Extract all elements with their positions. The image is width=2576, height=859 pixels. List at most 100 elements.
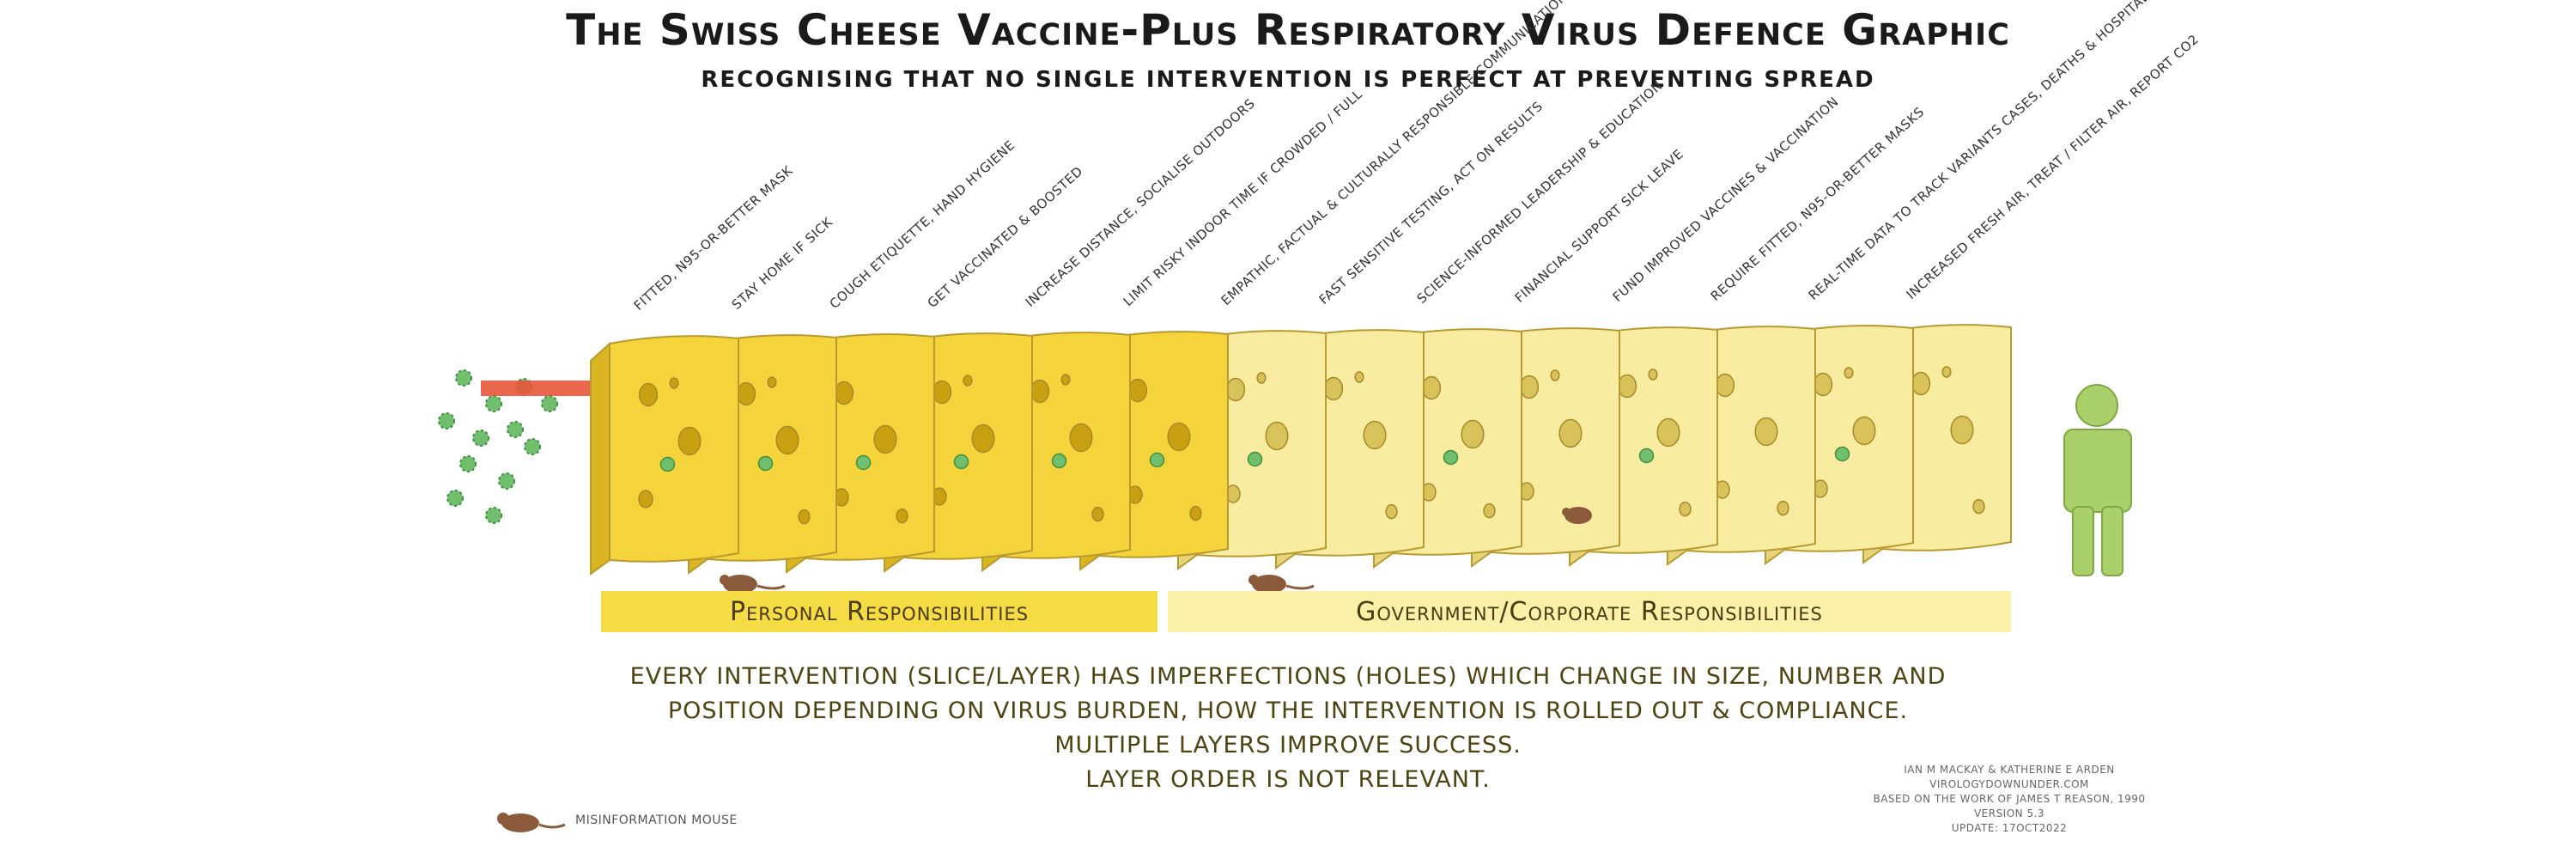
cheese-hole <box>1483 503 1496 519</box>
page-title: The Swiss Cheese Vaccine-Plus Respirator… <box>566 5 2010 55</box>
credit-line: virologydownunder.com <box>1929 778 2089 790</box>
cheese-hole <box>1167 422 1191 452</box>
cheese-hole <box>1127 378 1148 403</box>
cheese-hole <box>1069 423 1093 453</box>
cheese-hole <box>1225 377 1246 402</box>
cheese-hole <box>932 380 952 405</box>
cheese-hole <box>873 424 897 454</box>
cheese-hole <box>638 382 659 407</box>
virus-icon <box>438 412 455 430</box>
cheese-hole <box>1911 371 1931 396</box>
cheese-hole <box>1558 418 1583 448</box>
cheese-hole <box>1844 367 1854 379</box>
cheese-hole <box>1189 505 1202 521</box>
layer-label: FUND IMPROVED VACCINES & VACCINATION <box>1610 94 1842 305</box>
virus-icon <box>472 430 489 447</box>
layer-label: FITTED, N95-OR-BETTER MASK <box>631 162 797 314</box>
cheese-hole <box>1060 374 1071 386</box>
credit-line: update: 17Oct2022 <box>1951 822 2068 834</box>
cheese-slice <box>590 335 739 576</box>
virus-icon <box>659 456 676 472</box>
layer-label: INCREASE DISTANCE, SOCIALISE OUTDOORS <box>1023 95 1258 310</box>
mouse-icon <box>1249 575 1315 594</box>
cheese-hole <box>798 509 811 525</box>
credit-line: version 5.3 <box>1973 807 2045 819</box>
layer-label: GET VACCINATED & BOOSTED <box>925 163 1086 311</box>
cheese-hole <box>1941 366 1952 378</box>
credits: Ian M Mackay & Katherine E Arden virolog… <box>1803 763 2215 836</box>
cheese-hole <box>1323 376 1344 401</box>
cheese-hole <box>1813 372 1833 397</box>
cheese-hole <box>1265 421 1289 451</box>
cheese-hole <box>1656 417 1680 448</box>
virus-icon <box>524 438 541 455</box>
cheese-hole <box>1030 379 1050 404</box>
cheese-hole <box>1950 415 1974 445</box>
layer-label: REQUIRE FITTED, N95-OR-BETTER MASKS <box>1708 104 1928 304</box>
cheese-hole <box>1715 373 1735 398</box>
virus-icon <box>447 490 464 507</box>
virus-icon <box>1149 452 1165 468</box>
layer-label: COUGH ETIQUETTE, HAND HYGIENE <box>827 137 1018 312</box>
cheese-hole <box>1754 417 1778 447</box>
virus-icon <box>507 421 524 438</box>
cheese-hole <box>1256 372 1267 384</box>
cheese-hole <box>1354 371 1364 383</box>
virus-icon <box>1638 448 1655 464</box>
virus-icon <box>459 455 477 472</box>
virus-icon <box>485 395 502 412</box>
virus-icon <box>541 395 558 412</box>
virus-icon <box>1051 453 1067 469</box>
virus-icon <box>855 454 872 471</box>
cheese-hole <box>1363 420 1387 450</box>
mouse-icon <box>497 813 566 832</box>
cheese-hole <box>1679 501 1692 517</box>
cheese-hole <box>896 508 908 524</box>
virus-icon <box>1247 451 1263 467</box>
cheese-hole <box>1648 369 1658 381</box>
cheese-hole <box>669 377 679 389</box>
person-icon <box>2063 384 2132 576</box>
cheese-hole <box>834 381 854 405</box>
cheese-hole <box>1972 498 1985 515</box>
layer-labels: INCREASED FRESH AIR, TREAT / FILTER AIR,… <box>631 0 2202 314</box>
caption: Every intervention (slice/layer) has imp… <box>0 660 2576 797</box>
caption-line: Multiple layers improve success. <box>1054 732 1522 758</box>
band-personal-label: Personal Responsibilities <box>729 596 1030 627</box>
band-government: Government/Corporate Responsibilities <box>1168 591 2011 632</box>
caption-line: Layer order is not relevant. <box>1085 766 1491 793</box>
layer-label: FINANCIAL SUPPORT SICK LEAVE <box>1512 146 1686 306</box>
layer-label: FAST SENSITIVE TESTING, ACT ON RESULTS <box>1316 98 1546 308</box>
virus-icon <box>953 454 969 470</box>
cheese-hole <box>1421 375 1442 400</box>
cheese-hole <box>1617 374 1637 399</box>
layer-label: EMPATHIC, FACTUAL & CULTURALLY RESPONSIB… <box>1218 0 1571 308</box>
caption-line: Every intervention (slice/layer) has imp… <box>629 663 1947 690</box>
cheese-hole <box>677 426 702 456</box>
cheese-hole <box>1550 369 1560 381</box>
credit-line: Ian M Mackay & Katherine E Arden <box>1904 764 2115 776</box>
virus-icon <box>498 472 515 490</box>
cheese-hole <box>1777 500 1789 516</box>
cheese-hole <box>1385 503 1398 520</box>
virus-icon <box>455 369 472 387</box>
page-subtitle: Recognising that no single intervention … <box>701 67 1875 93</box>
virus-icon <box>757 455 774 472</box>
cheese-hole <box>767 376 777 388</box>
cheese-hole <box>1091 506 1104 522</box>
cheese-hole <box>971 423 995 454</box>
cheese-hole <box>775 425 799 455</box>
virus-icon <box>485 507 502 524</box>
cheese-hole <box>1461 419 1485 449</box>
cheese-hole <box>638 490 653 509</box>
mouse-icon <box>1562 507 1592 524</box>
mouse-icon <box>720 575 786 594</box>
caption-line: position depending on virus burden, how … <box>667 698 1909 724</box>
cheese-hole <box>963 375 973 387</box>
cheese-hole <box>1519 375 1540 399</box>
virus-cloud <box>438 369 558 524</box>
virus-icon <box>1443 449 1459 466</box>
band-personal: Personal Responsibilities <box>601 591 1157 632</box>
cheese-slices <box>590 324 2012 576</box>
